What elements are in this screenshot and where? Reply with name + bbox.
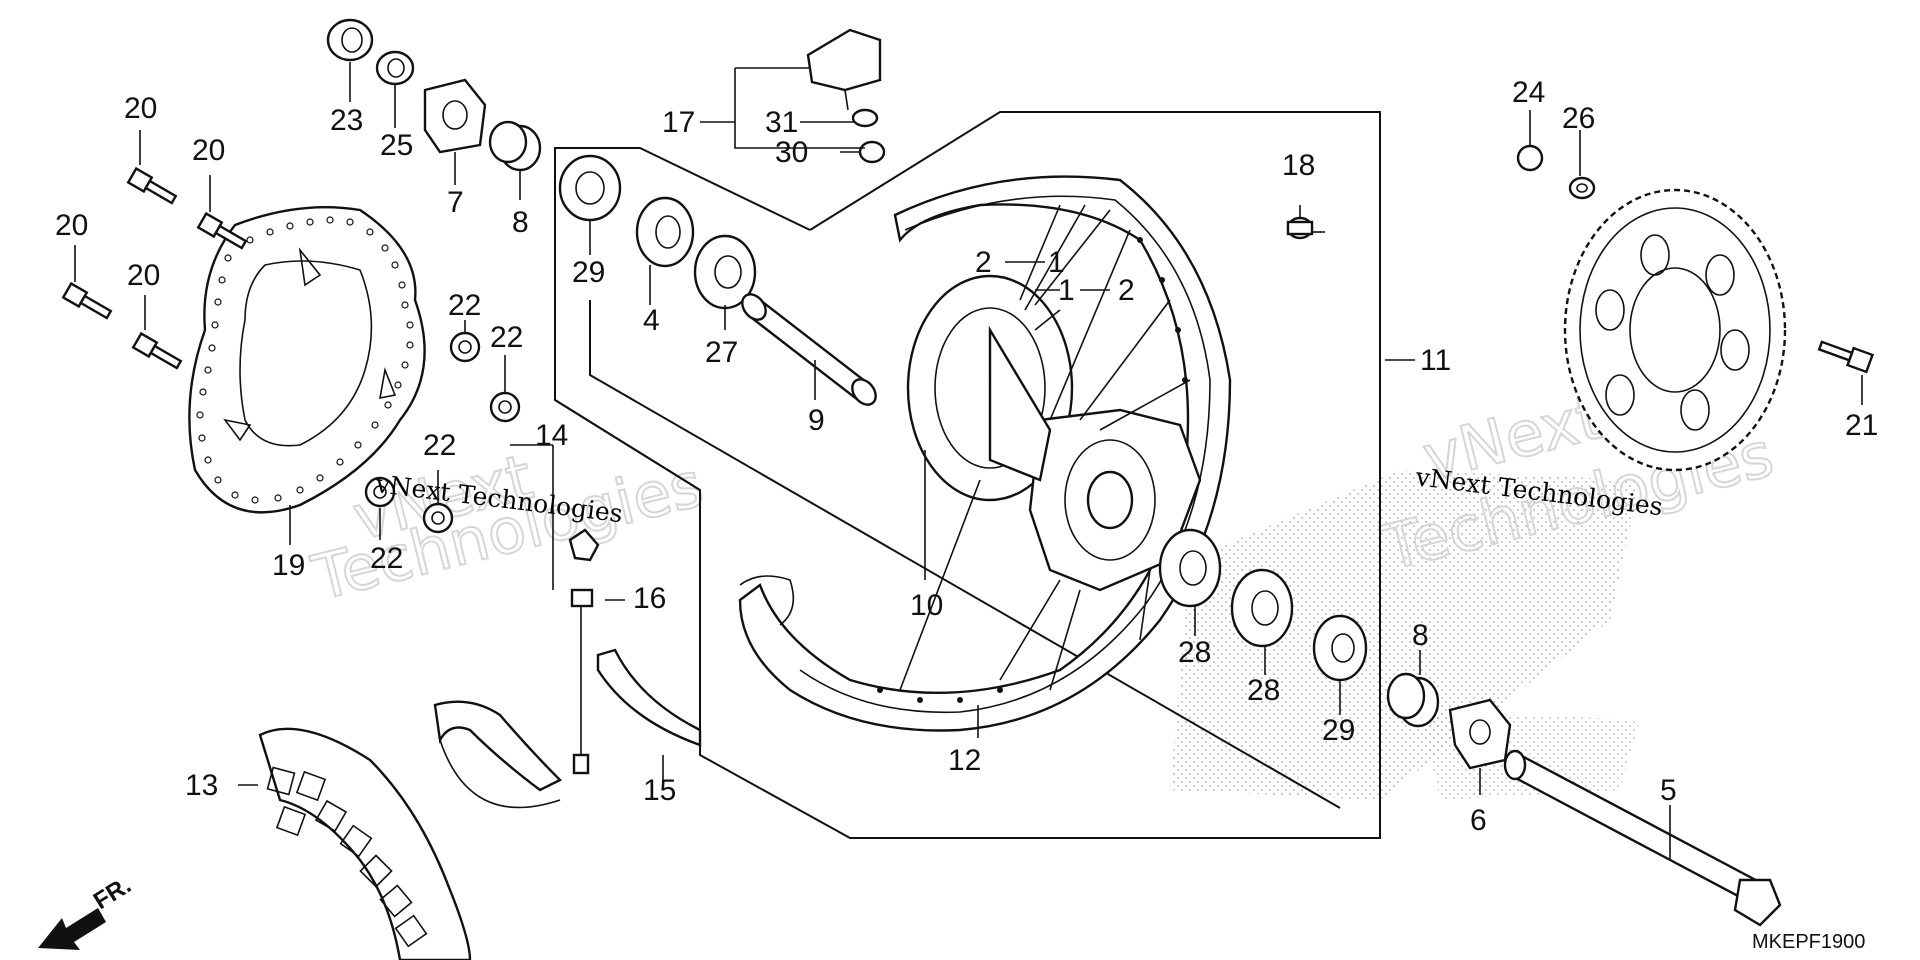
callout-30: 30 [775, 136, 808, 169]
callout-10: 10 [910, 589, 943, 622]
callout-7: 7 [447, 186, 464, 219]
rear-wheel [738, 175, 1232, 732]
callout-6: 6 [1470, 804, 1487, 837]
callout-12: 12 [948, 744, 981, 777]
diagram-code: MKEPF1900 [1752, 931, 1865, 953]
callout-15: 15 [643, 774, 676, 807]
clip-parts [806, 28, 886, 164]
callout-8a: 8 [512, 206, 529, 239]
callout-11: 11 [1420, 344, 1451, 377]
callout-9: 9 [808, 404, 825, 437]
callout-14: 14 [535, 419, 568, 452]
sprocket [1516, 144, 1875, 472]
callout-22a: 22 [448, 289, 481, 322]
callout-20d: 20 [127, 259, 160, 292]
callout-29b: 29 [1322, 714, 1355, 747]
front-arrow-icon [38, 908, 106, 950]
tire-and-tube [258, 528, 702, 960]
callout-23: 23 [330, 104, 363, 137]
callout-17: 17 [662, 106, 695, 139]
disc-nuts [364, 331, 521, 534]
callout-19: 19 [272, 549, 305, 582]
callout-29a: 29 [572, 256, 605, 289]
front-direction: FR. [38, 872, 136, 950]
callout-31: 31 [765, 106, 798, 139]
callout-22c: 22 [423, 429, 456, 462]
callout-20a: 20 [124, 92, 157, 125]
brake-disc [188, 205, 426, 514]
right-axle-parts [1386, 672, 1782, 927]
left-bearings [558, 154, 757, 310]
front-label: FR. [89, 872, 136, 915]
callout-2a: 2 [975, 246, 992, 279]
callout-24: 24 [1512, 76, 1545, 109]
disc-bolts [61, 166, 248, 370]
leader-lines [74, 62, 1863, 860]
axle-sleeve [741, 293, 877, 406]
callout-27: 27 [705, 336, 738, 369]
callout-5: 5 [1660, 774, 1677, 807]
callout-1b: 1 [1058, 274, 1075, 307]
callout-26: 26 [1562, 102, 1595, 135]
callout-13: 13 [185, 769, 218, 802]
callout-21: 21 [1845, 409, 1878, 442]
callout-25: 25 [380, 129, 413, 162]
callout-20c: 20 [55, 209, 88, 242]
right-bearings [1158, 528, 1368, 682]
valve-cap [1286, 216, 1314, 240]
callout-16: 16 [633, 582, 666, 615]
callout-2b: 2 [1118, 274, 1135, 307]
callout-20b: 20 [192, 134, 225, 167]
callout-18: 18 [1282, 149, 1315, 182]
top-left-parts [326, 18, 542, 172]
callout-1a: 1 [1048, 246, 1065, 279]
callout-22d: 22 [370, 542, 403, 575]
callout-22b: 22 [490, 321, 523, 354]
callout-4: 4 [643, 304, 660, 337]
callouts: 1 1 2 2 4 5 6 7 8 8 9 10 11 12 13 14 15 … [55, 76, 1878, 837]
callout-28a: 28 [1178, 636, 1211, 669]
callout-28b: 28 [1247, 674, 1280, 707]
callout-8b: 8 [1412, 619, 1429, 652]
